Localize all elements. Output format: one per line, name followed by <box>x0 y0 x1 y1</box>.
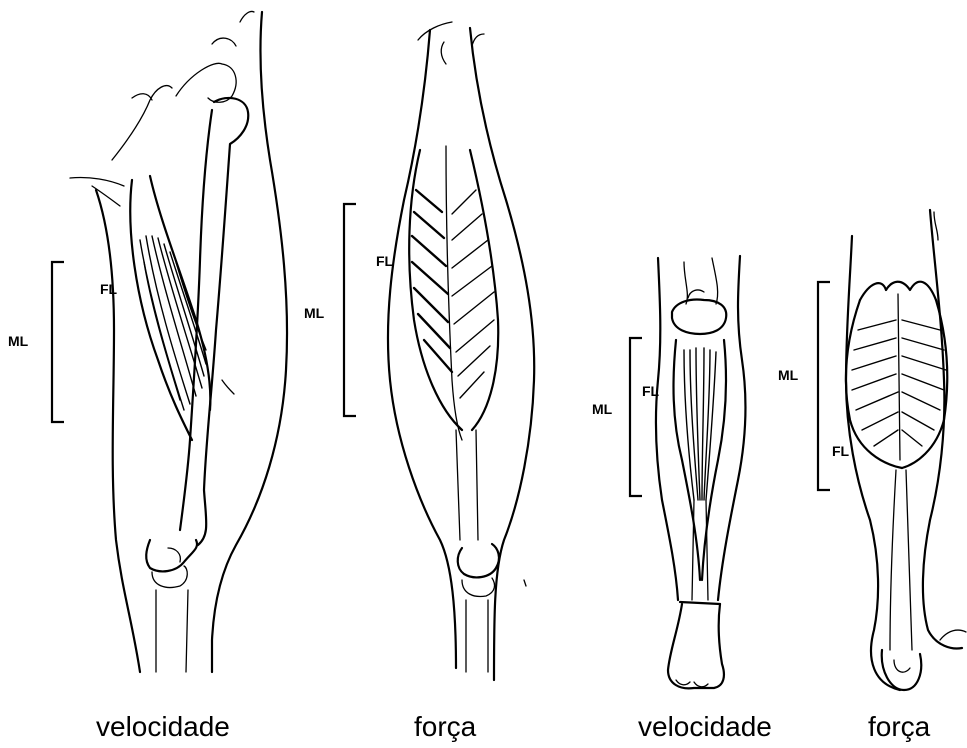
fl-label: FL <box>832 443 850 459</box>
ml-label: ML <box>8 333 29 349</box>
ml-label: ML <box>304 305 325 321</box>
caption-velocity: velocidade <box>96 711 230 742</box>
fl-label: FL <box>642 383 660 399</box>
panel-thigh-velocity: ML FL velocidade <box>8 11 287 742</box>
thigh-outline-strength <box>388 22 534 680</box>
parallel-fibers-thigh <box>140 236 206 410</box>
ml-bracket-leg-strength <box>818 282 830 490</box>
thigh-outline-velocity <box>70 11 287 672</box>
ml-bracket-thigh-strength <box>344 204 356 416</box>
panel-thigh-strength: ML FL força <box>304 22 534 742</box>
ml-bracket-thigh-velocity <box>52 262 64 422</box>
caption-strength: força <box>868 711 931 742</box>
ml-label: ML <box>778 367 799 383</box>
fl-label: FL <box>100 281 118 297</box>
parallel-fibers-leg <box>684 348 716 500</box>
caption-strength: força <box>414 711 477 742</box>
panel-leg-velocity: ML FL velocidade <box>592 256 772 742</box>
leg-outline-strength <box>846 210 966 690</box>
panel-leg-strength: ML FL força <box>778 210 966 742</box>
caption-velocity: velocidade <box>638 711 772 742</box>
leg-outline-velocity <box>656 256 746 688</box>
ml-bracket-leg-velocity <box>630 338 642 496</box>
fl-label: FL <box>376 253 394 269</box>
ml-label: ML <box>592 401 613 417</box>
